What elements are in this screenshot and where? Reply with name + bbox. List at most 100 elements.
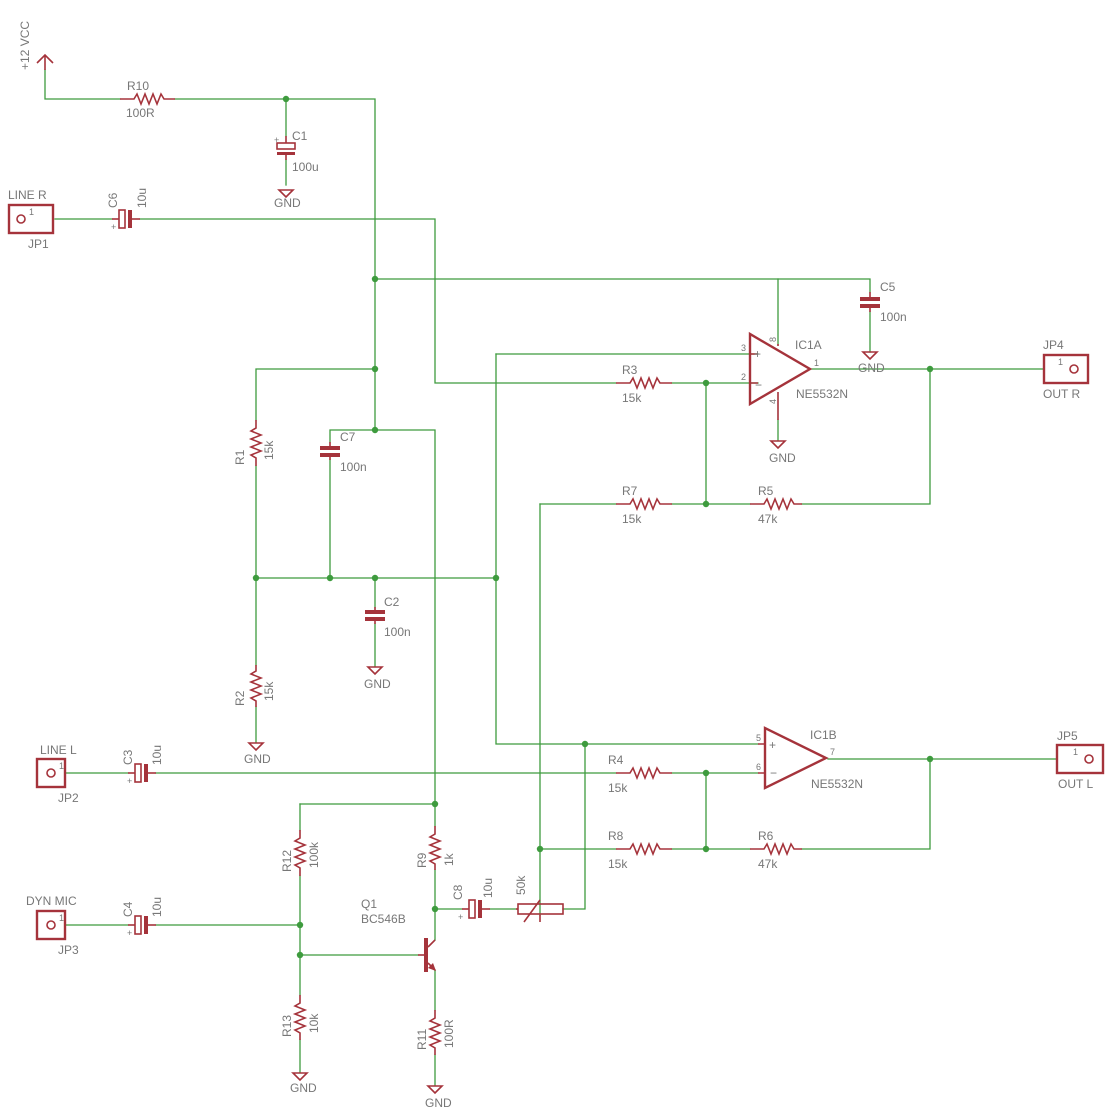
svg-text:+: + bbox=[769, 738, 776, 752]
junction-dot bbox=[536, 845, 544, 853]
ground-symbol-r11: GND bbox=[425, 1085, 452, 1110]
junction-dot bbox=[926, 365, 934, 373]
svg-text:R7: R7 bbox=[622, 484, 638, 498]
junction-dot bbox=[252, 574, 260, 582]
resistor-r3: R3 15k bbox=[616, 363, 672, 405]
svg-text:100R: 100R bbox=[126, 106, 155, 120]
vcc-symbol: +12 VCC bbox=[18, 21, 54, 70]
svg-text:10u: 10u bbox=[150, 745, 164, 765]
connector-signal-label: LINE L bbox=[40, 743, 77, 757]
svg-text:10u: 10u bbox=[150, 897, 164, 917]
junction-dot bbox=[371, 426, 379, 434]
connector-name: JP2 bbox=[58, 791, 79, 805]
ground-symbol-c2: GND bbox=[364, 666, 391, 691]
svg-text:100n: 100n bbox=[384, 625, 411, 639]
connector-jp1: 1 LINE R JP1 bbox=[7, 188, 55, 251]
transistor-q1: Q1 BC546B bbox=[361, 897, 436, 972]
junction-dot bbox=[431, 800, 439, 808]
connector-name: JP3 bbox=[58, 943, 79, 957]
resistor-r12: R12 100k bbox=[280, 830, 321, 876]
svg-text:+: + bbox=[754, 347, 761, 361]
svg-text:1: 1 bbox=[1073, 747, 1078, 757]
ground-symbol-c1: GND bbox=[274, 189, 301, 210]
svg-text:6: 6 bbox=[756, 762, 761, 772]
svg-text:2: 2 bbox=[741, 372, 746, 382]
svg-text:+: + bbox=[458, 912, 463, 922]
junction-dot bbox=[326, 574, 334, 582]
opamp-name: IC1A bbox=[795, 338, 822, 352]
connector-signal-label: DYN MIC bbox=[26, 894, 77, 908]
svg-text:R4: R4 bbox=[608, 753, 624, 767]
svg-text:100k: 100k bbox=[307, 841, 321, 868]
svg-text:+: + bbox=[274, 135, 279, 145]
connector-signal-label: OUT R bbox=[1043, 387, 1080, 401]
connector-signal-label: LINE R bbox=[8, 188, 47, 202]
transistor-part: BC546B bbox=[361, 912, 406, 926]
resistor-r11: R11 100R bbox=[415, 1010, 456, 1055]
svg-text:R9: R9 bbox=[415, 852, 429, 868]
svg-text:GND: GND bbox=[769, 451, 796, 465]
connector-jp3: 1 DYN MIC JP3 bbox=[26, 894, 79, 957]
connector-jp5: 1 JP5 OUT L bbox=[1055, 729, 1105, 791]
svg-text:1: 1 bbox=[59, 913, 64, 923]
svg-text:−: − bbox=[755, 378, 762, 392]
capacitor-c7: C7 100n bbox=[320, 430, 367, 474]
svg-text:1: 1 bbox=[29, 207, 34, 217]
svg-text:R5: R5 bbox=[758, 484, 774, 498]
svg-text:3: 3 bbox=[741, 343, 746, 353]
svg-text:C5: C5 bbox=[880, 280, 896, 294]
svg-text:C4: C4 bbox=[121, 901, 135, 917]
svg-text:100n: 100n bbox=[880, 310, 907, 324]
ground-symbol-ic1a: GND bbox=[769, 440, 796, 465]
svg-text:R12: R12 bbox=[280, 850, 294, 872]
svg-text:1k: 1k bbox=[442, 852, 456, 866]
svg-text:10k: 10k bbox=[307, 1013, 321, 1033]
svg-text:15k: 15k bbox=[262, 440, 276, 460]
potentiometer-50k: 50k bbox=[514, 875, 564, 923]
opamp-ic1a: + − 3 2 1 8 4 IC1A NE5532N bbox=[741, 331, 848, 420]
junction-dot bbox=[492, 574, 500, 582]
junction-dot bbox=[371, 365, 379, 373]
svg-text:1: 1 bbox=[814, 358, 819, 368]
svg-text:+: + bbox=[111, 222, 116, 232]
svg-text:100n: 100n bbox=[340, 460, 367, 474]
capacitor-c4: + C4 10u bbox=[121, 897, 164, 938]
resistor-r9: R9 1k bbox=[415, 826, 456, 870]
svg-text:100R: 100R bbox=[442, 1019, 456, 1048]
svg-text:GND: GND bbox=[425, 1096, 452, 1110]
resistor-r5: R5 47k bbox=[750, 484, 802, 526]
ground-symbol-r13: GND bbox=[290, 1072, 317, 1095]
svg-text:47k: 47k bbox=[758, 857, 778, 871]
svg-text:50k: 50k bbox=[514, 875, 528, 895]
junction-dot bbox=[431, 905, 439, 913]
capacitor-c3: + C3 10u bbox=[121, 745, 164, 786]
resistor-r4: R4 15k bbox=[608, 753, 672, 795]
junction-dot bbox=[296, 921, 304, 929]
resistor-r13: R13 10k bbox=[280, 995, 321, 1040]
svg-text:1: 1 bbox=[1058, 357, 1063, 367]
svg-text:C6: C6 bbox=[106, 192, 120, 208]
vcc-label: +12 VCC bbox=[18, 21, 32, 70]
connector-name: JP1 bbox=[28, 237, 49, 251]
svg-text:GND: GND bbox=[274, 196, 301, 210]
junction-dot bbox=[702, 769, 710, 777]
junctions bbox=[252, 95, 934, 959]
svg-text:15k: 15k bbox=[622, 512, 642, 526]
connector-name: JP4 bbox=[1043, 338, 1064, 352]
junction-dot bbox=[702, 500, 710, 508]
svg-text:+: + bbox=[127, 776, 132, 786]
junction-dot bbox=[702, 845, 710, 853]
resistor-r2: R2 15k bbox=[233, 665, 276, 707]
capacitor-c1: + C1 100u bbox=[274, 129, 319, 174]
opamp-part: NE5532N bbox=[796, 387, 848, 401]
junction-dot bbox=[371, 574, 379, 582]
junction-dot bbox=[926, 755, 934, 763]
svg-text:R11: R11 bbox=[415, 1029, 429, 1050]
svg-text:7: 7 bbox=[830, 747, 835, 757]
svg-text:R6: R6 bbox=[758, 829, 774, 843]
svg-text:C2: C2 bbox=[384, 595, 400, 609]
svg-text:GND: GND bbox=[290, 1081, 317, 1095]
opamp-ic1b: + − 5 6 7 IC1B NE5532N bbox=[756, 726, 863, 791]
resistor-r7: R7 15k bbox=[616, 484, 672, 526]
opamp-name: IC1B bbox=[810, 728, 837, 742]
